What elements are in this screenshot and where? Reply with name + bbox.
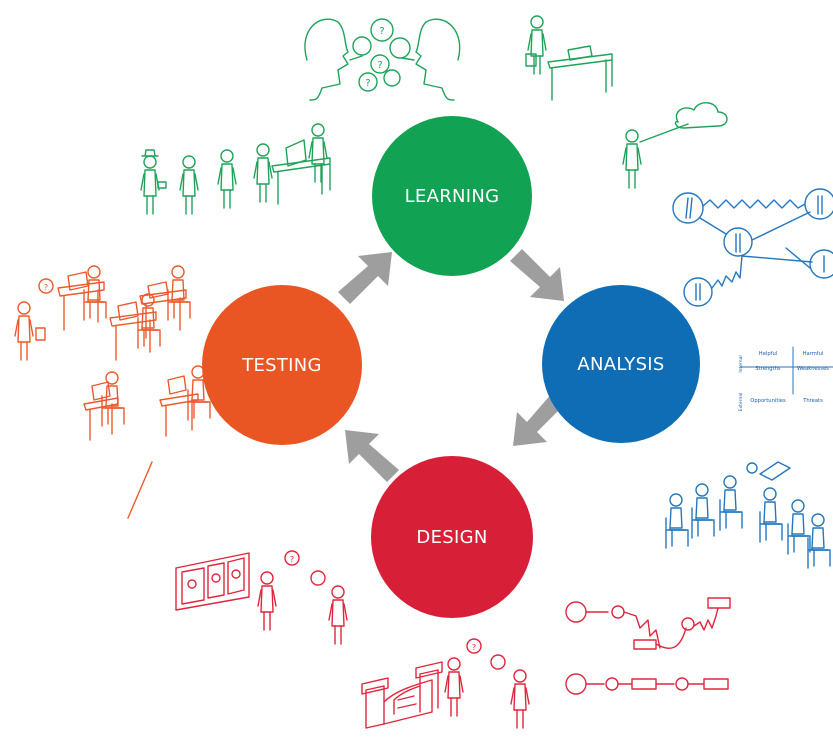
arrow-design-to-testing (345, 430, 399, 482)
svg-text:?: ? (44, 283, 48, 292)
sketch-person-at-desk (525, 15, 613, 101)
sketch-observing-group (140, 123, 331, 215)
sketch-remote-test (83, 365, 211, 519)
sketch-storyboard (175, 550, 348, 645)
swot-strengths: Strengths (755, 366, 780, 372)
testing-node: TESTING (202, 285, 362, 445)
swot-external: External (738, 393, 744, 412)
swot-internal: Internal (738, 355, 744, 372)
swot-weaknesses: Weaknesses (797, 366, 829, 372)
svg-text:?: ? (377, 60, 382, 71)
sketch-usability-lab (14, 265, 191, 361)
design-node: DESIGN (371, 456, 533, 618)
svg-text:?: ? (379, 26, 384, 37)
learning-node: LEARNING (372, 116, 532, 276)
arrow-learning-to-analysis (510, 249, 564, 301)
arrow-analysis-to-design (513, 392, 565, 446)
svg-text:?: ? (365, 78, 370, 89)
swot-threats: Threats (802, 398, 823, 404)
sketch-cloud-observer (622, 102, 728, 189)
swot-helpful: Helpful (759, 351, 777, 357)
svg-text:?: ? (472, 643, 476, 652)
swot-harmful: Harmful (803, 351, 824, 357)
cycle-arrows (338, 249, 565, 482)
swot-grid: Helpful Harmful Strengths Weaknesses Opp… (738, 346, 833, 412)
learning-label: LEARNING (404, 185, 500, 207)
swot-opportunities: Opportunities (750, 398, 786, 404)
question-marks: ? ? ? ? ? ? (44, 26, 476, 652)
sketch-gateway (361, 638, 530, 729)
sketch-flow-diagram (565, 597, 731, 695)
testing-label: TESTING (242, 354, 322, 376)
sketch-focus-group (665, 461, 831, 569)
sketch-network-map (672, 188, 833, 307)
sketch-interview (304, 18, 461, 101)
analysis-node: ANALYSIS (542, 285, 700, 443)
design-label: DESIGN (416, 526, 488, 548)
svg-text:?: ? (290, 555, 294, 564)
arrow-testing-to-learning (338, 252, 392, 304)
analysis-label: ANALYSIS (577, 353, 665, 375)
